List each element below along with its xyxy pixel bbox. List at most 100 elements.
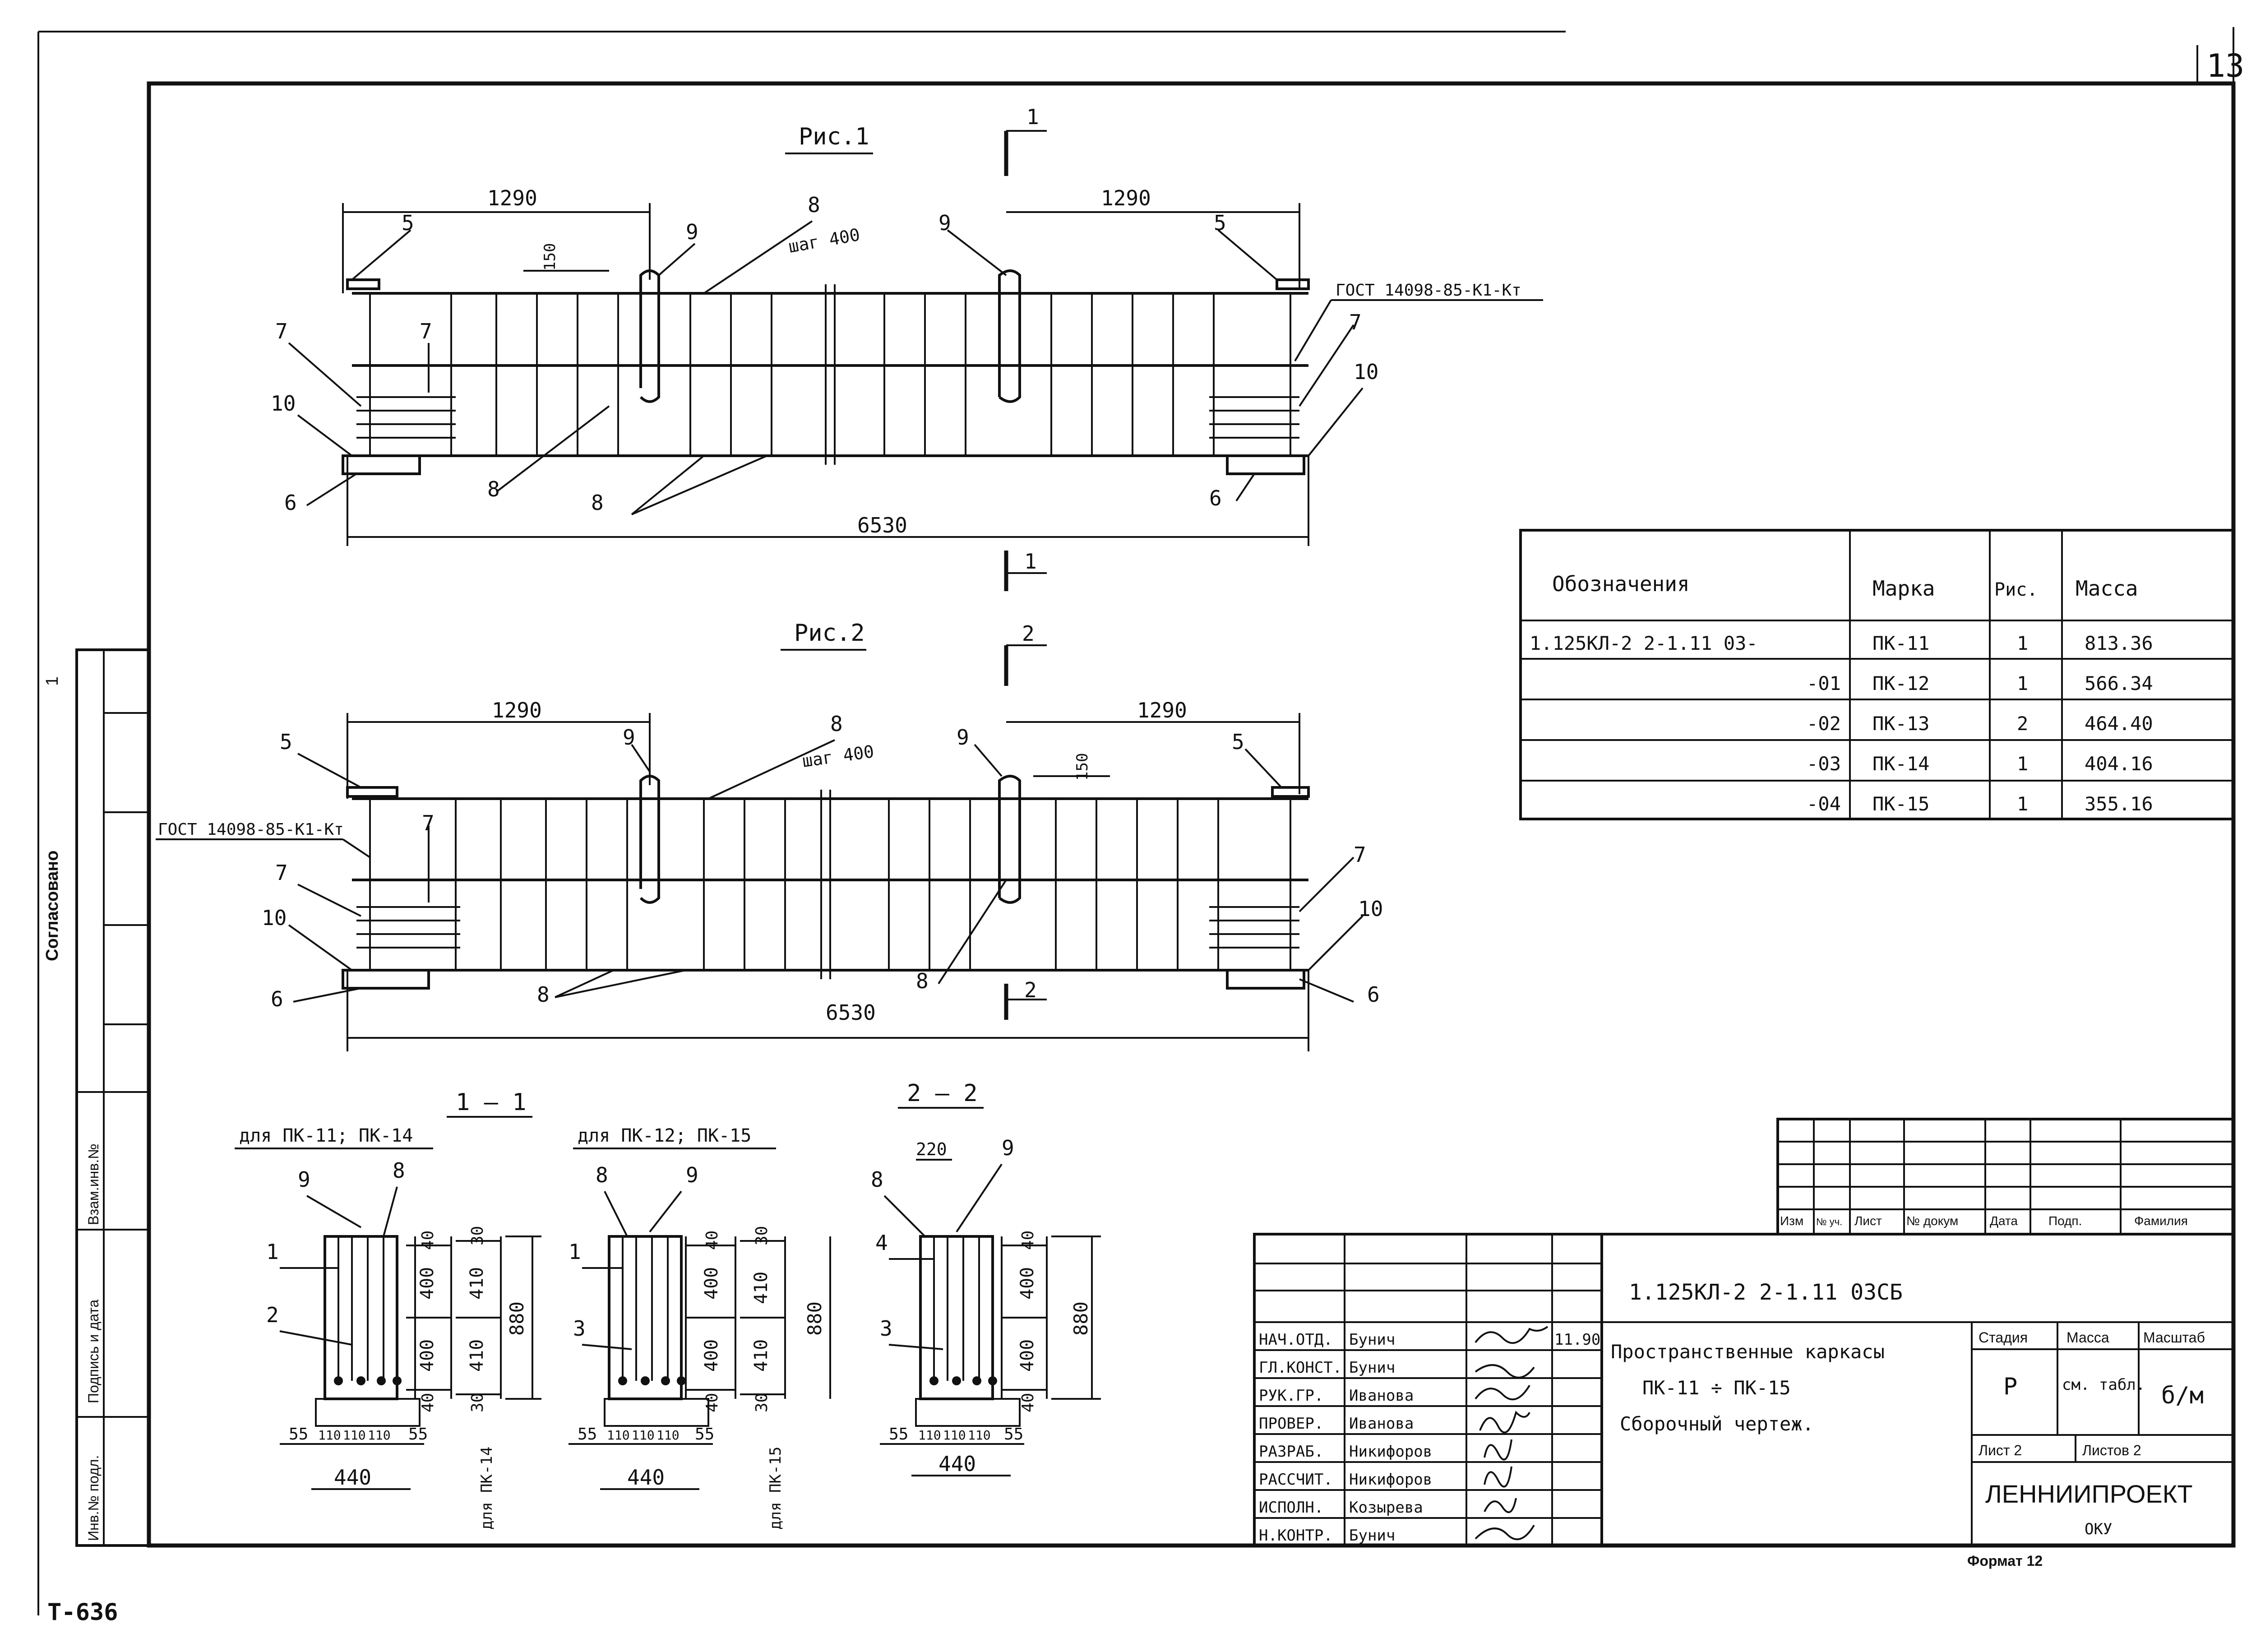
fig1-label-8top: 8 <box>808 193 820 217</box>
fig1-dim-right: 1290 <box>1101 186 1151 210</box>
sec-a-vd3: 40 <box>419 1393 437 1412</box>
side-vzam-inv: Взам.инв.№ <box>85 1144 102 1225</box>
mass-table-cell: ПК-14 <box>1872 753 1929 775</box>
fig2-label-5a: 5 <box>280 730 292 754</box>
fig2-label-9a: 9 <box>623 725 635 750</box>
sig-date: 11.90 <box>1554 1331 1600 1349</box>
section-b-caption: для ПК-12; ПК-15 <box>578 1125 751 1146</box>
sheet-label: Лист 2 <box>1979 1442 2022 1458</box>
mass-table-cell: -01 <box>1807 672 1841 694</box>
fig2-label-10b: 10 <box>1358 897 1383 921</box>
sec-a-label-8: 8 <box>393 1158 405 1183</box>
sec-b-bd3: 110 <box>656 1428 680 1443</box>
fig1-step: шаг 400 <box>787 225 861 257</box>
sec-c-bd3: 110 <box>968 1428 991 1443</box>
mass-header-designation: Обозначения <box>1552 572 1690 596</box>
fig2-dim-total: 6530 <box>826 1000 876 1025</box>
fig1-label-8bot: 8 <box>591 491 604 515</box>
sec-c-bd2: 110 <box>943 1428 966 1443</box>
sec-c-vd3: 40 <box>1019 1393 1037 1412</box>
doc-title-line2: ПК-11 ÷ ПК-15 <box>1642 1377 1791 1399</box>
mass-header-fig: Рис. <box>1994 579 2038 600</box>
section-a: 880 40 400 400 40 30 410 410 30 9 8 1 2 … <box>266 1158 541 1530</box>
sec-b-label-8: 8 <box>596 1163 608 1187</box>
fig1-label-5b: 5 <box>1214 211 1226 235</box>
sec-c-label-4: 4 <box>875 1231 888 1255</box>
fig2-stirrups <box>369 799 1291 970</box>
doc-code: 1.125КЛ-2 2-1.11 03СБ <box>1629 1280 1903 1305</box>
rev-h-izm: Изм <box>1780 1214 1803 1228</box>
rev-h-nuch: № уч. <box>1816 1216 1842 1227</box>
mass-table-cell: 464.40 <box>2085 713 2153 735</box>
doc-title-line1: Пространственные каркасы <box>1611 1341 1885 1363</box>
sheets-label: Листов 2 <box>2082 1442 2141 1458</box>
sec-c-label-3: 3 <box>880 1316 892 1341</box>
sec-c-bd4: 55 <box>1004 1425 1023 1444</box>
fig1-title: Рис.1 <box>799 123 869 150</box>
sec-b-total: 880 <box>804 1301 826 1336</box>
fig1-label-7c: 7 <box>1349 310 1362 334</box>
fig1-label-7b: 7 <box>420 319 432 343</box>
fig1-section-bottom: 1 <box>1024 549 1037 574</box>
sec-a-width: 440 <box>334 1465 371 1490</box>
fig2-label-5b: 5 <box>1232 730 1244 754</box>
sec-b-vd20: 30 <box>753 1226 771 1245</box>
fig2-label-8top: 8 <box>830 712 843 736</box>
mass-table-cell: ПК-13 <box>1872 713 1929 735</box>
org-sub: ОКУ <box>2085 1520 2112 1538</box>
fig2-title: Рис.2 <box>794 620 865 647</box>
mass-table-cell: 1 <box>2017 793 2028 815</box>
fig2-step: шаг 400 <box>801 741 875 771</box>
title-block: Изм № уч. Лист № докум Дата Подп. Фамили… <box>1253 1118 2235 1547</box>
fig2-end-meshes <box>342 786 1310 990</box>
sec-b-bd0: 55 <box>578 1425 597 1444</box>
sec-a-label-9: 9 <box>298 1167 310 1192</box>
sec-c-label-220: 220 <box>916 1139 947 1159</box>
figure-1: Рис.1 1 1 1290 1290 6530 150 шаг 400 ГОС… <box>271 105 1543 591</box>
sig-role-3: ПРОВЕР. <box>1259 1415 1323 1433</box>
sig-role-7: Н.КОНТР. <box>1259 1527 1333 1545</box>
fig1-end-meshes <box>342 278 1310 475</box>
stage-label: Стадия <box>1979 1329 2028 1346</box>
fig2-label-10a: 10 <box>262 906 287 930</box>
scale-label: Масштаб <box>2143 1329 2205 1346</box>
fig1-dim-total: 6530 <box>857 513 907 537</box>
fig1-stirrups <box>369 293 1291 456</box>
side-agreed-mark: 1 <box>43 676 62 686</box>
sec-b-vd0: 40 <box>703 1231 721 1250</box>
sec-a-side-note: для ПК-14 <box>478 1447 496 1530</box>
fig2-label-8bot: 8 <box>916 969 929 993</box>
side-inv-orig: Инв.№ подл. <box>85 1455 102 1541</box>
fig1-label-6a: 6 <box>284 491 297 515</box>
sig-role-5: РАССЧИТ. <box>1259 1471 1333 1489</box>
sec-b-label-9: 9 <box>686 1163 698 1187</box>
stage-value: Р <box>2003 1373 2017 1400</box>
sec-b-label-1: 1 <box>569 1240 581 1264</box>
mass-label: Масса <box>2066 1329 2109 1346</box>
section-a-caption: для ПК-11; ПК-14 <box>239 1125 413 1146</box>
fig2-dim-right: 1290 <box>1137 698 1187 722</box>
sec-a-total: 880 <box>506 1301 528 1336</box>
side-agreed: Согласовано <box>43 851 62 961</box>
sig-role-0: НАЧ.ОТД. <box>1259 1331 1333 1349</box>
fig1-label-5a: 5 <box>402 211 414 235</box>
signature-scribbles <box>1475 1326 1549 1541</box>
sec-b-vd3: 40 <box>703 1393 721 1412</box>
fig2-dim-left: 1290 <box>492 698 542 722</box>
scale-value: б/м <box>2161 1382 2204 1409</box>
figure-2: Рис.2 2 2 1290 1290 6530 150 шаг 400 ГОС… <box>156 620 1383 1051</box>
sig-name-6: Козырева <box>1349 1499 1423 1517</box>
mass-table-cell: 1 <box>2017 753 2028 775</box>
section-22-title: 2 — 2 <box>907 1080 978 1107</box>
sig-name-0: Бунич <box>1349 1331 1395 1349</box>
sec-a-bd1: 110 <box>318 1428 341 1443</box>
fig1-label-9a: 9 <box>686 220 698 244</box>
fig1-callouts: 5 7 7 10 6 9 8 8 8 9 5 7 10 <box>271 193 1378 515</box>
sec-c-vd1: 400 <box>1017 1267 1038 1300</box>
sec-a-vd1: 400 <box>417 1267 438 1300</box>
fig2-label-9b: 9 <box>957 725 969 750</box>
format-label: Формат 12 <box>1967 1553 2043 1569</box>
mass-table-cell: ПК-12 <box>1872 672 1929 694</box>
sec-a-vd22: 410 <box>467 1339 487 1372</box>
